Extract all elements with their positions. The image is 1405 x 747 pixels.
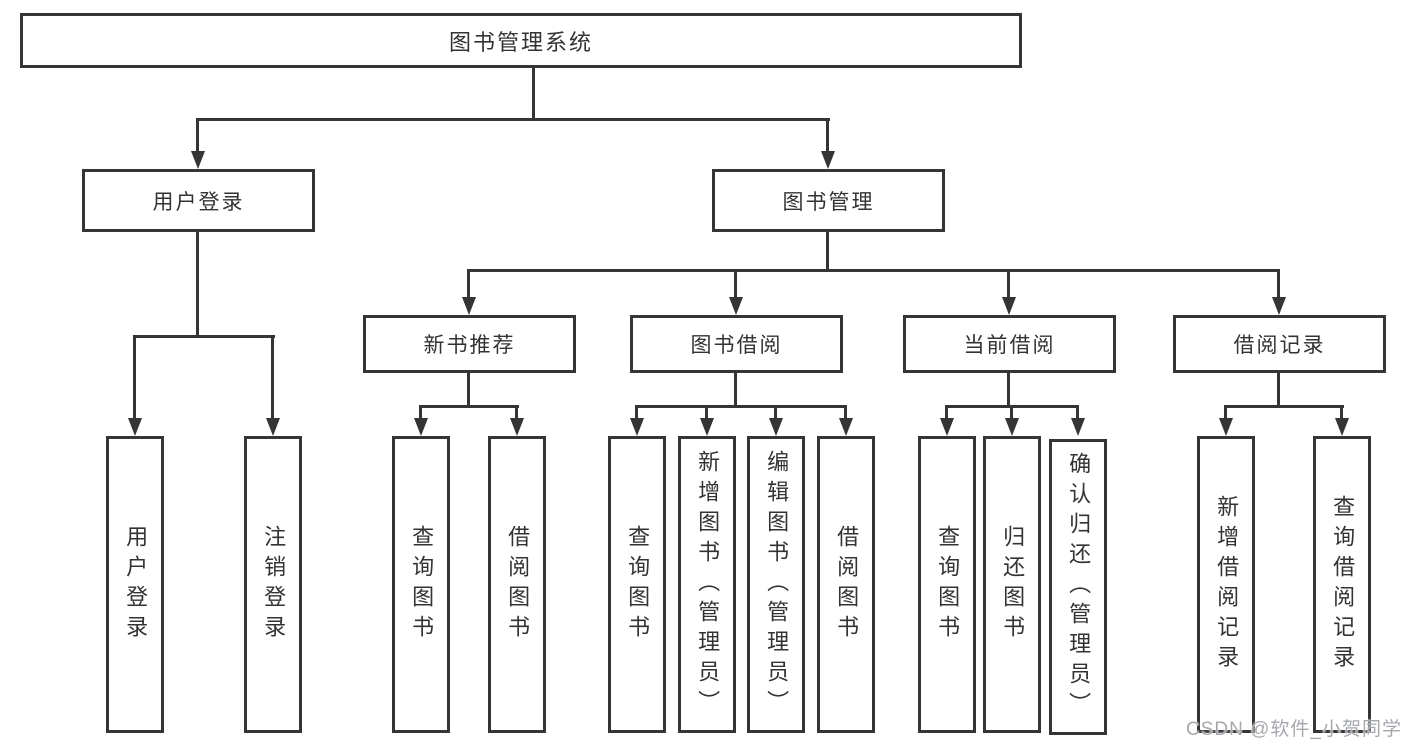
leaf-query-book-current: 查询图书	[918, 436, 976, 733]
connector-stub-current	[1007, 269, 1010, 299]
connector-stub-g4b	[1010, 405, 1013, 421]
connector-newbook-rail	[419, 405, 519, 408]
node-label: 查询图书	[409, 524, 435, 645]
node-current-borrowing: 当前借阅	[903, 315, 1116, 373]
node-label: 查询图书	[935, 524, 961, 645]
leaf-add-book-admin: 新增图书（管理员）	[678, 436, 736, 733]
arrowhead-g3d	[839, 418, 853, 436]
node-label: 借阅记录	[1233, 334, 1326, 357]
connector-l3-rail	[467, 269, 1280, 272]
node-label: 图书借阅	[690, 334, 783, 357]
node-label: 新增图书（管理员）	[695, 449, 721, 720]
connector-stub-user-login	[196, 118, 199, 154]
node-user-login: 用户登录	[82, 169, 315, 232]
connector-stub-g3a	[635, 405, 638, 421]
node-label: 确认归还（管理员）	[1066, 452, 1092, 722]
connector-stub-g4c	[1076, 405, 1079, 421]
connector-stub-borrow	[734, 269, 737, 299]
arrowhead-g4b	[1005, 418, 1019, 436]
connector-userlogin-rail	[133, 335, 275, 338]
arrowhead-g4a	[940, 418, 954, 436]
node-label: 注销登录	[261, 524, 287, 645]
arrowhead-book-mgmt	[821, 151, 835, 169]
arrowhead-user-login	[191, 151, 205, 169]
node-label: 新增借阅记录	[1214, 494, 1240, 675]
connector-stub-records	[1277, 269, 1280, 299]
connector-current-drop	[1007, 373, 1010, 407]
connector-stub-leaf-logout	[271, 335, 274, 420]
leaf-borrow-book-recommend: 借阅图书	[488, 436, 546, 733]
connector-stub-g5b	[1340, 405, 1343, 421]
node-book-management: 图书管理	[712, 169, 945, 232]
connector-l2-rail	[196, 118, 830, 121]
arrowhead-leaf-login	[128, 418, 142, 436]
connector-borrow-rail	[635, 405, 847, 408]
node-book-borrowing: 图书借阅	[630, 315, 843, 373]
connector-stub-g3d	[844, 405, 847, 421]
connector-stub-g2a	[419, 405, 422, 421]
connector-stub-g4a	[945, 405, 948, 421]
leaf-user-login: 用户登录	[106, 436, 164, 733]
arrowhead-g4c	[1071, 418, 1085, 436]
node-label: 用户登录	[152, 190, 245, 214]
arrowhead-g3b	[700, 418, 714, 436]
leaf-return-book: 归还图书	[983, 436, 1041, 733]
connector-stub-g3b	[705, 405, 708, 421]
node-borrowing-records: 借阅记录	[1173, 315, 1386, 373]
node-label: 借阅图书	[505, 524, 531, 645]
connector-root-drop	[532, 68, 535, 120]
connector-newbook-drop	[467, 373, 470, 407]
connector-records-rail	[1224, 405, 1344, 408]
arrowhead-borrow	[729, 297, 743, 315]
arrowhead-g5b	[1335, 418, 1349, 436]
connector-borrow-drop	[734, 373, 737, 407]
arrowhead-g3c	[769, 418, 783, 436]
node-label: 归还图书	[1000, 524, 1026, 645]
leaf-logout: 注销登录	[244, 436, 302, 733]
node-label: 新书推荐	[423, 334, 516, 357]
node-label: 当前借阅	[963, 334, 1056, 357]
connector-stub-g3c	[774, 405, 777, 421]
leaf-query-borrow-record: 查询借阅记录	[1313, 436, 1371, 733]
leaf-query-book-borrowing: 查询图书	[608, 436, 666, 733]
leaf-query-book-recommend: 查询图书	[392, 436, 450, 733]
arrowhead-g3a	[630, 418, 644, 436]
connector-records-drop	[1277, 373, 1280, 407]
connector-stub-leaf-login	[133, 335, 136, 420]
leaf-edit-book-admin: 编辑图书（管理员）	[747, 436, 805, 733]
node-label: 查询图书	[625, 524, 651, 645]
node-new-book-recommend: 新书推荐	[363, 315, 576, 373]
node-label: 借阅图书	[834, 524, 860, 645]
arrowhead-newbook	[462, 297, 476, 315]
arrowhead-g2b	[510, 418, 524, 436]
leaf-add-borrow-record: 新增借阅记录	[1197, 436, 1255, 733]
node-label: 查询借阅记录	[1330, 494, 1356, 675]
arrowhead-current	[1002, 297, 1016, 315]
node-library-system: 图书管理系统	[20, 13, 1022, 68]
node-label: 图书管理	[782, 190, 875, 214]
connector-stub-g5a	[1224, 405, 1227, 421]
node-label: 编辑图书（管理员）	[764, 449, 790, 720]
node-label: 用户登录	[123, 524, 149, 645]
connector-stub-newbook	[467, 269, 470, 299]
arrowhead-g5a	[1219, 418, 1233, 436]
leaf-borrow-book: 借阅图书	[817, 436, 875, 733]
connector-bookmgmt-drop	[826, 232, 829, 272]
arrowhead-records	[1272, 297, 1286, 315]
connector-stub-g2b	[515, 405, 518, 421]
arrowhead-leaf-logout	[266, 418, 280, 436]
leaf-confirm-return-admin: 确认归还（管理员）	[1049, 439, 1107, 735]
connector-stub-book-mgmt	[826, 118, 829, 154]
arrowhead-g2a	[414, 418, 428, 436]
connector-userlogin-drop	[196, 232, 199, 338]
node-label: 图书管理系统	[448, 29, 593, 55]
